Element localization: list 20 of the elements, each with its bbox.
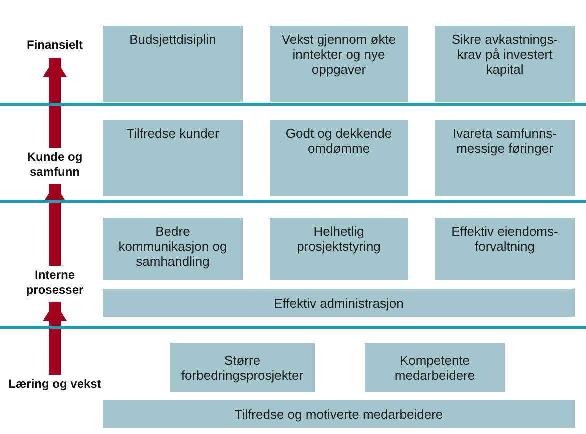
arrow [43,184,67,266]
arrow [43,58,67,148]
band-heading: Interne prosesser [8,268,102,300]
arrow [43,302,67,375]
goal-box: Kompetente medarbeidere [365,343,505,392]
goal-box: Effektiv eiendoms- forvaltning [435,218,575,280]
band-heading: Finansielt [8,38,102,56]
goal-box: Tilfredse kunder [103,120,243,196]
goal-box: Helhetlig prosjektstyring [270,218,408,280]
goal-box: Effektiv administrasjon [103,289,575,317]
goal-box: Sikre avkastnings- krav på investert kapital [435,26,575,102]
goal-box: Vekst gjennom økte inntekter og nye oppgaver [270,26,408,102]
goal-box: Budsjettdisiplin [103,26,243,102]
goal-box: Godt og dekkende omdømme [270,120,408,196]
goal-box: Ivareta samfunns- messige føringer [435,120,575,196]
goal-box: Større forbedringsprosjekter [170,343,315,392]
band-heading: Kunde og samfunn [8,150,102,182]
goal-box: Tilfredse og motiverte medarbeidere [103,400,575,428]
band-heading: Læring og vekst [8,377,102,409]
goal-box: Bedre kommunikasjon og samhandling [103,218,243,280]
